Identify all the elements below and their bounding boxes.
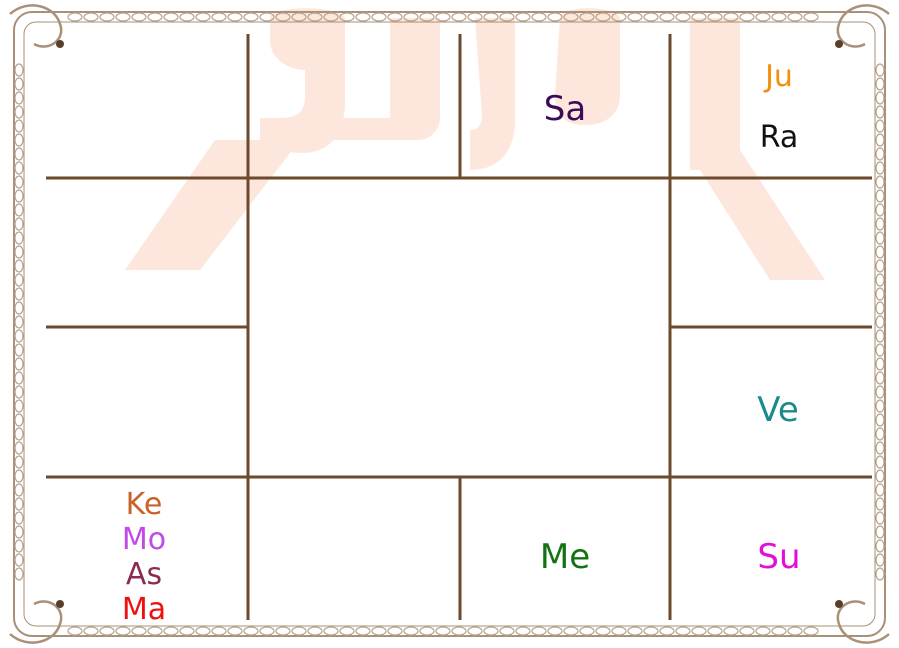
ascendant-label: As	[126, 557, 162, 592]
planet-saturn: Sa	[544, 92, 586, 126]
planet-rahu: Ra	[760, 123, 799, 153]
watermark-logo	[125, 8, 825, 280]
chart-grid	[46, 34, 872, 620]
planet-moon: Mo	[122, 522, 166, 557]
planet-mars: Ma	[122, 592, 166, 627]
planet-mercury: Me	[540, 540, 590, 574]
planet-ketu: Ke	[126, 487, 163, 522]
bottom-left-house-planets: Ke Mo As Ma	[122, 487, 166, 627]
planet-sun: Su	[757, 540, 800, 574]
planet-venus: Ve	[757, 393, 799, 427]
planet-jupiter: Ju	[765, 62, 793, 92]
